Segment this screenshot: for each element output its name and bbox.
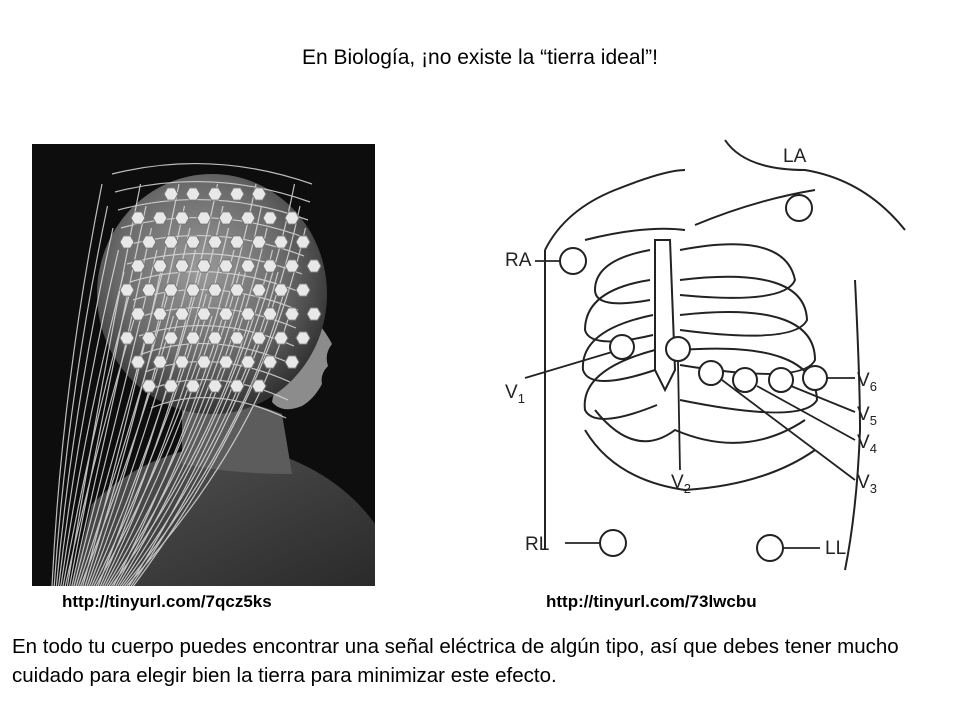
label-ra: RA bbox=[505, 250, 532, 271]
body-text: En todo tu cuerpo puedes encontrar una s… bbox=[12, 635, 899, 687]
slide-title: En Biología, ¡no existe la “tierra ideal… bbox=[301, 46, 658, 69]
eeg-cap-photo bbox=[32, 144, 375, 587]
label-v1: V1 bbox=[505, 382, 525, 406]
ecg-lead-diagram: LA RA RL LL V1 V2 V3 V4 V5 V6 bbox=[485, 130, 915, 585]
label-la: LA bbox=[783, 146, 807, 167]
right-image-url: http://tinyurl.com/73lwcbu bbox=[546, 592, 757, 611]
left-image-url: http://tinyurl.com/7qcz5ks bbox=[62, 592, 272, 611]
label-ll: LL bbox=[825, 538, 846, 559]
label-v2: V2 bbox=[671, 472, 691, 496]
label-v6: V6 bbox=[857, 370, 877, 394]
label-v5: V5 bbox=[857, 404, 877, 428]
label-v4: V4 bbox=[857, 432, 877, 456]
label-v3: V3 bbox=[857, 472, 877, 496]
label-rl: RL bbox=[525, 534, 549, 555]
